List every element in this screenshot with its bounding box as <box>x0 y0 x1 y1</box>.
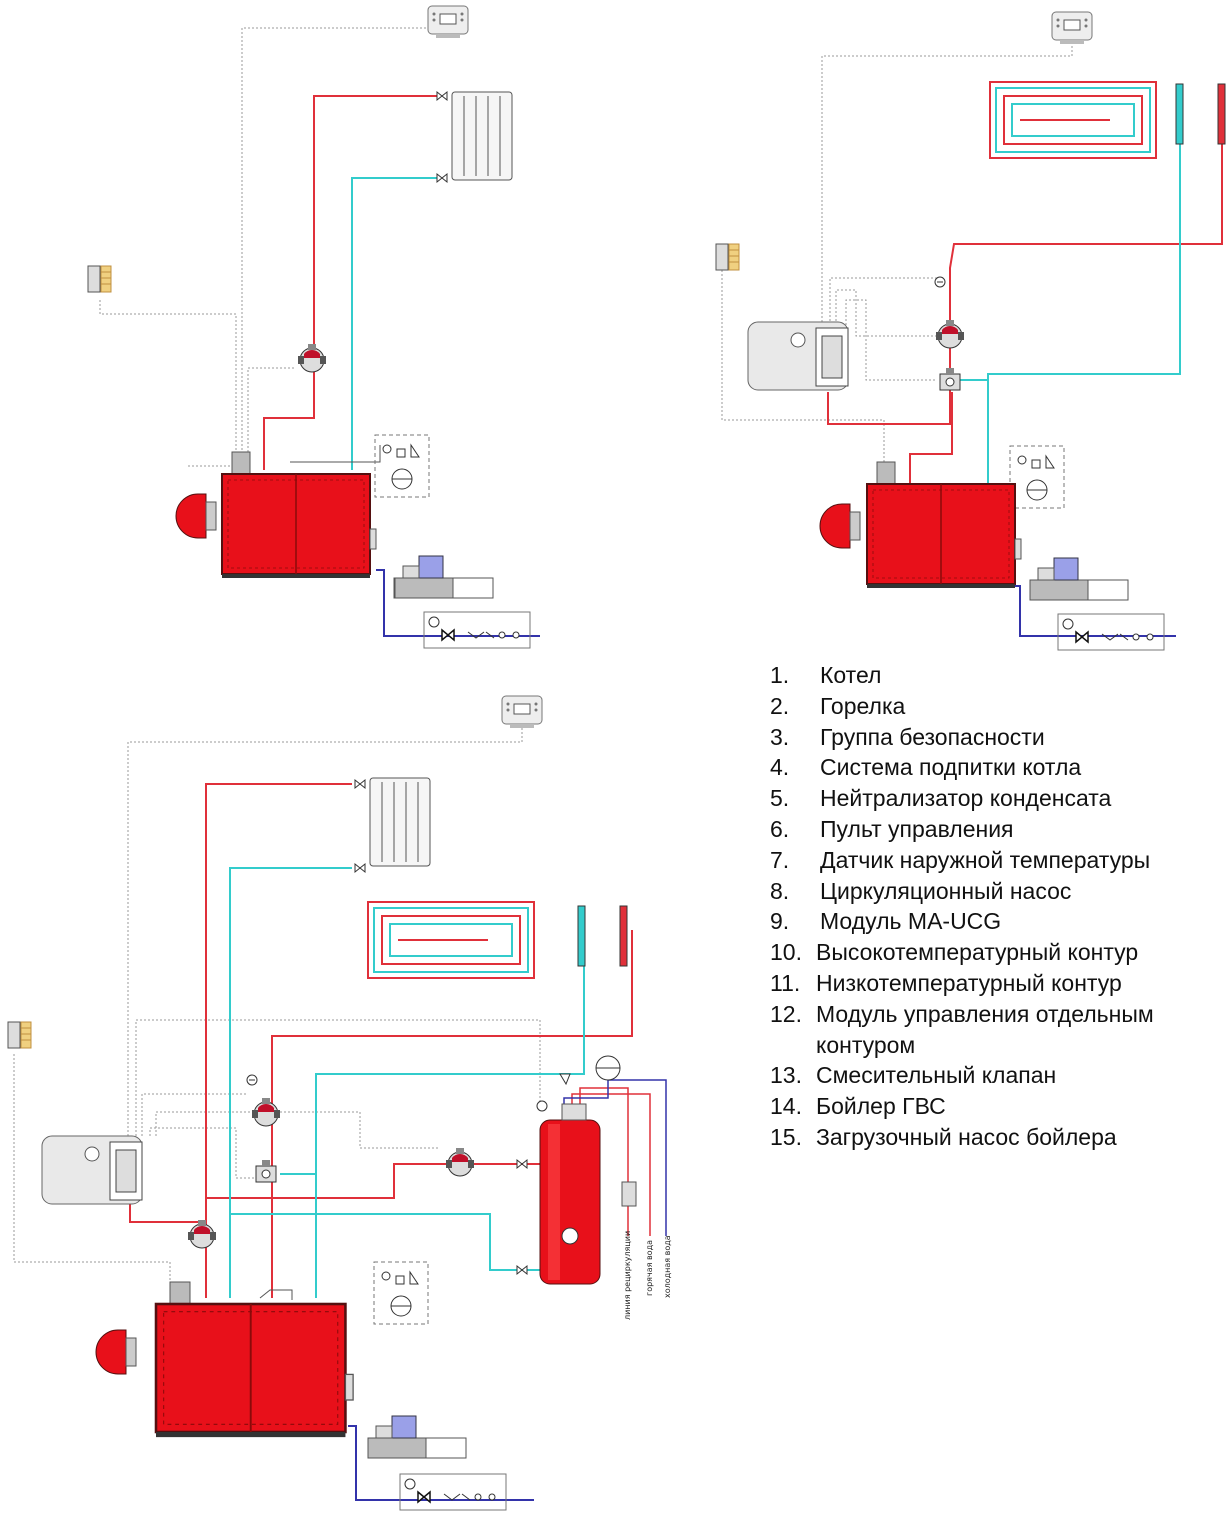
thermometer-icon <box>246 1074 258 1086</box>
valve-icon <box>516 1265 528 1275</box>
legend-list: 1.Котел 2.Горелка 3.Группа безопасности … <box>770 660 1225 1153</box>
manifold-icon <box>1175 83 1226 145</box>
module-ma-ucg-icon <box>41 1135 143 1205</box>
radiator-icon <box>451 91 513 181</box>
scheme-3: линия рециркуляции горячая вода холодная… <box>7 695 672 1511</box>
boiler-icon <box>866 483 1022 589</box>
safety-group-icon <box>1009 445 1065 509</box>
safety-group-icon <box>374 434 430 498</box>
control-panel-icon <box>427 5 469 39</box>
outdoor-sensor-icon <box>715 243 740 271</box>
hot-water-label: горячая вода <box>645 1240 654 1296</box>
legend-item-13: 13.Смесительный клапан <box>770 1062 1057 1089</box>
legend-item-1: 1.Котел <box>770 662 882 688</box>
burner-icon <box>819 503 861 549</box>
recirculation-label: линия рециркуляции <box>623 1231 632 1320</box>
circulation-pump-icon <box>187 1219 217 1249</box>
valve-icon <box>436 91 448 101</box>
neutralizer-icon <box>394 555 494 599</box>
outdoor-sensor-icon <box>87 265 112 293</box>
valve-icon <box>516 1159 528 1169</box>
legend-item-15: 15.Загрузочный насос бойлера <box>770 1123 1117 1150</box>
legend-item-9: 9.Модуль MA-UCG <box>770 908 1002 935</box>
thermometer-icon <box>934 276 946 288</box>
control-panel-icon <box>1051 11 1093 45</box>
legend-item-6: 6.Пульт управления <box>770 815 1014 842</box>
neutralizer-icon <box>1029 557 1129 601</box>
legend-item-8: 8.Циркуляционный насос <box>770 877 1072 904</box>
legend-item-14: 14.Бойлер ГВС <box>770 1093 946 1120</box>
radiator-icon <box>369 777 431 867</box>
scheme-2 <box>715 11 1226 651</box>
circulation-pump-icon <box>251 1097 281 1127</box>
burner-icon <box>95 1329 137 1375</box>
dhw-mixer-icon <box>621 1181 637 1207</box>
legend-item-10: 10.Высокотемпературный контур <box>770 939 1139 966</box>
safety-group-icon <box>373 1261 429 1325</box>
makeup-water-icon <box>1057 613 1165 651</box>
dhw-boiler-icon <box>536 1055 621 1285</box>
boiler-icon <box>154 1302 355 1439</box>
boiler-icon <box>221 473 377 579</box>
makeup-water-icon <box>399 1473 507 1511</box>
boiler-loading-pump-icon <box>445 1147 475 1177</box>
legend-item-5: 5.Нейтрализатор конденсата <box>770 785 1112 812</box>
valve-icon <box>436 173 448 183</box>
control-panel-icon <box>501 695 543 729</box>
legend-item-12: 12.Модуль управления отдельным контуром <box>770 1000 1154 1058</box>
makeup-water-icon <box>423 611 531 649</box>
legend-item-11: 11.Низкотемпературный контур <box>770 969 1122 996</box>
legend-item-4: 4.Система подпитки котла <box>770 754 1082 781</box>
legend-item-7: 7.Датчик наружной температуры <box>770 846 1151 873</box>
burner-icon <box>175 493 217 539</box>
scheme-1 <box>87 5 540 649</box>
floor-heating-loop-icon <box>367 901 535 979</box>
mixing-valve-icon <box>939 367 961 391</box>
chimney-icon <box>231 451 251 477</box>
cold-water-label: холодная вода <box>663 1235 672 1298</box>
legend-item-2: 2.Горелка <box>770 692 906 719</box>
neutralizer-icon <box>367 1415 467 1459</box>
circulation-pump-icon <box>297 343 327 373</box>
manifold-icon <box>577 905 628 967</box>
valve-icon <box>354 863 366 873</box>
outdoor-sensor-icon <box>7 1021 32 1049</box>
chimney-icon <box>169 1281 191 1307</box>
module-ma-ucg-icon <box>747 321 849 391</box>
valve-icon <box>354 779 366 789</box>
circulation-pump-icon <box>935 319 965 349</box>
floor-heating-loop-icon <box>989 81 1157 159</box>
chimney-icon <box>876 461 896 487</box>
legend-item-3: 3.Группа безопасности <box>770 723 1045 750</box>
